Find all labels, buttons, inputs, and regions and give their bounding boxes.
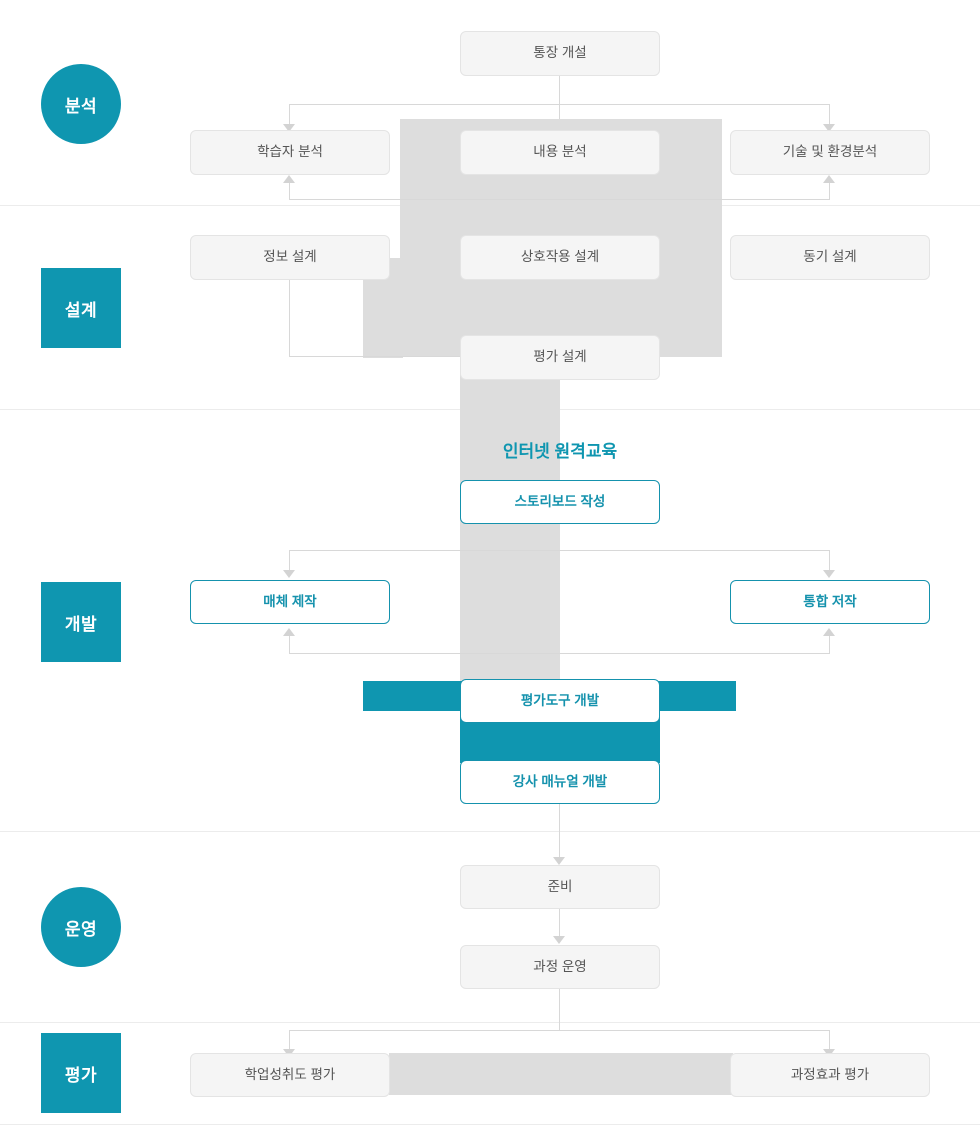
arrow-return-media-production xyxy=(283,628,295,636)
node-media-production[interactable]: 매체 제작 xyxy=(190,580,390,624)
arrow-return-tech xyxy=(823,175,835,183)
phase-label-design: 설계 xyxy=(64,300,98,320)
line-analysis-return xyxy=(289,199,830,200)
line-to-media-production xyxy=(289,550,290,572)
node-label-content-analysis: 내용 분석 xyxy=(533,144,587,160)
line-info-design-right xyxy=(289,356,461,357)
divider-operation-evaluation xyxy=(0,1022,980,1023)
node-label-evaluation-design: 평가 설계 xyxy=(533,349,587,365)
line-info-design-down xyxy=(289,280,290,356)
node-course-effect-eval[interactable]: 과정효과 평가 xyxy=(730,1053,930,1097)
line-return-integrated-authoring xyxy=(829,636,830,654)
line-return-tech xyxy=(829,182,830,200)
line-development-distribute xyxy=(289,550,830,551)
node-tech-env-analysis[interactable]: 기술 및 환경분석 xyxy=(730,130,930,175)
node-storyboard[interactable]: 스토리보드 작성 xyxy=(460,480,660,524)
line-manual-to-preparation xyxy=(559,804,560,861)
arrow-to-course-operation xyxy=(553,936,565,944)
node-label-achievement-eval: 학업성취도 평가 xyxy=(244,1066,336,1082)
node-preparation[interactable]: 준비 xyxy=(460,865,660,909)
node-label-info-design: 정보 설계 xyxy=(263,249,317,265)
line-development-return xyxy=(289,653,830,654)
node-interaction-design[interactable]: 상호작용 설계 xyxy=(460,235,660,280)
node-evaluation-design[interactable]: 평가 설계 xyxy=(460,335,660,380)
phase-label-analysis: 분석 xyxy=(64,96,98,116)
phase-marker-analysis: 분석 xyxy=(41,64,121,144)
line-to-achievement-eval xyxy=(289,1030,290,1051)
phase-label-operation: 운영 xyxy=(64,919,98,939)
node-eval-tool-dev[interactable]: 평가도구 개발 xyxy=(460,679,660,723)
phase-label-development: 개발 xyxy=(64,614,98,634)
line-return-media-production xyxy=(289,636,290,654)
line-evaluation-distribute xyxy=(289,1030,830,1031)
line-to-integrated-authoring xyxy=(829,550,830,572)
node-instructor-manual-dev[interactable]: 강사 매뉴얼 개발 xyxy=(460,760,660,804)
phase-marker-evaluation: 평가 xyxy=(41,1033,121,1113)
node-label-course-effect-eval: 과정효과 평가 xyxy=(790,1066,870,1082)
node-label-course-operation: 과정 운영 xyxy=(533,958,587,974)
arrow-to-integrated-authoring xyxy=(823,570,835,578)
arrow-return-integrated-authoring xyxy=(823,628,835,636)
line-operation-to-evaluation xyxy=(559,989,560,1030)
node-label-integrated-authoring: 통합 저작 xyxy=(803,593,857,609)
plate-evaluation-row xyxy=(389,1053,733,1095)
node-content-analysis[interactable]: 내용 분석 xyxy=(460,130,660,175)
arrow-to-media-production xyxy=(283,570,295,578)
line-analysis-distribute xyxy=(289,104,830,105)
node-label-motivation-design: 동기 설계 xyxy=(803,249,857,265)
line-to-tech-analysis xyxy=(829,104,830,126)
line-account-to-content xyxy=(559,76,560,119)
node-course-operation[interactable]: 과정 운영 xyxy=(460,945,660,989)
node-label-storyboard: 스토리보드 작성 xyxy=(514,493,606,509)
node-integrated-authoring[interactable]: 통합 저작 xyxy=(730,580,930,624)
arrow-to-preparation xyxy=(553,857,565,865)
line-preparation-to-operation xyxy=(559,909,560,937)
node-label-eval-tool-dev: 평가도구 개발 xyxy=(520,692,600,708)
node-motivation-design[interactable]: 동기 설계 xyxy=(730,235,930,280)
node-label-tech-env-analysis: 기술 및 환경분석 xyxy=(782,144,878,160)
node-label-instructor-manual-dev: 강사 매뉴얼 개발 xyxy=(512,773,608,789)
node-info-design[interactable]: 정보 설계 xyxy=(190,235,390,280)
arrow-return-learner xyxy=(283,175,295,183)
node-label-preparation: 준비 xyxy=(547,878,573,894)
node-account-open[interactable]: 통장 개설 xyxy=(460,31,660,76)
node-achievement-eval[interactable]: 학업성취도 평가 xyxy=(190,1053,390,1097)
phase-marker-operation: 운영 xyxy=(41,887,121,967)
line-to-course-effect-eval xyxy=(829,1030,830,1051)
phase-marker-design: 설계 xyxy=(41,268,121,348)
node-label-learner-analysis: 학습자 분석 xyxy=(257,144,323,160)
node-label-account-open: 통장 개설 xyxy=(533,45,587,61)
node-learner-analysis[interactable]: 학습자 분석 xyxy=(190,130,390,175)
phase-marker-development: 개발 xyxy=(41,582,121,662)
arrow-to-tech-analysis xyxy=(823,124,835,132)
node-label-interaction-design: 상호작용 설계 xyxy=(520,249,600,265)
phase-label-evaluation: 평가 xyxy=(64,1065,98,1085)
line-to-learner-analysis xyxy=(289,104,290,126)
line-return-learner xyxy=(289,182,290,200)
node-label-media-production: 매체 제작 xyxy=(263,593,317,609)
section-title-internet-distance-education: 인터넷 원격교육 xyxy=(502,442,618,461)
arrow-to-learner-analysis xyxy=(283,124,295,132)
divider-development-operation xyxy=(0,831,980,832)
